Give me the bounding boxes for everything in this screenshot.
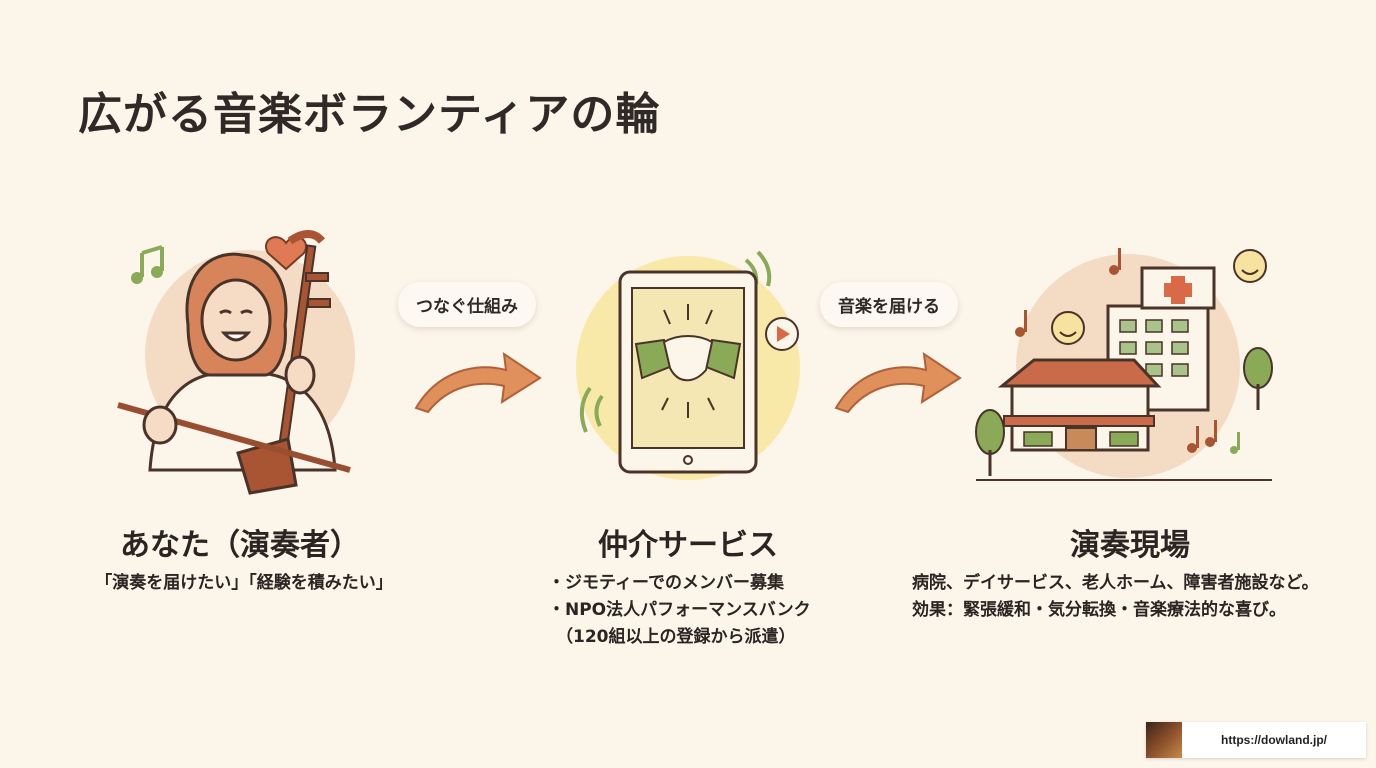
performer-desc: 「演奏を届けたい」「経験を積みたい」	[95, 573, 393, 593]
music-note-icon	[140, 245, 164, 277]
handshake-icon	[634, 335, 742, 382]
service-bullet-2: ・NPO法人パフォーマンスバンク	[548, 600, 811, 620]
curved-arrow-icon	[414, 351, 542, 414]
venue-line-1: 病院、デイサービス、老人ホーム、障害者施設など。	[912, 573, 1319, 593]
service-illustration	[576, 250, 800, 480]
service-bullet-3: （120組以上の登録から派遣）	[556, 627, 796, 647]
service-heading: 仲介サービス	[598, 528, 778, 563]
music-note-icon	[1015, 248, 1240, 454]
play-icon	[765, 317, 799, 351]
smile-icon	[1051, 311, 1085, 345]
footer-badge[interactable]: https://dowland.jp/	[1146, 722, 1366, 758]
hospital-cross-icon	[1164, 276, 1192, 304]
curved-arrow-icon	[834, 351, 962, 414]
service-bullet-1: ・ジモティーでのメンバー募集	[548, 573, 784, 593]
venue-illustration	[975, 248, 1273, 481]
smile-icon	[1233, 249, 1267, 283]
venue-heading: 演奏現場	[1070, 528, 1190, 563]
performer-heading: あなた（演奏者）	[120, 528, 360, 563]
connector-label-2: 音楽を届ける	[820, 282, 958, 327]
page-title: 広がる音楽ボランティアの輪	[78, 89, 661, 140]
footer-url[interactable]: https://dowland.jp/	[1221, 733, 1327, 747]
service-bullets: ・ジモティーでのメンバー募集 ・NPO法人パフォーマンスバンク （120組以上の…	[548, 570, 848, 651]
footer-thumbnail	[1146, 722, 1182, 758]
performer-illustration	[117, 230, 355, 495]
venue-desc: 病院、デイサービス、老人ホーム、障害者施設など。 効果：緊張緩和・気分転換・音楽…	[912, 570, 1352, 624]
venue-line-2: 効果：緊張緩和・気分転換・音楽療法的な喜び。	[912, 600, 1286, 620]
connector-label-1: つなぐ仕組み	[398, 282, 536, 327]
